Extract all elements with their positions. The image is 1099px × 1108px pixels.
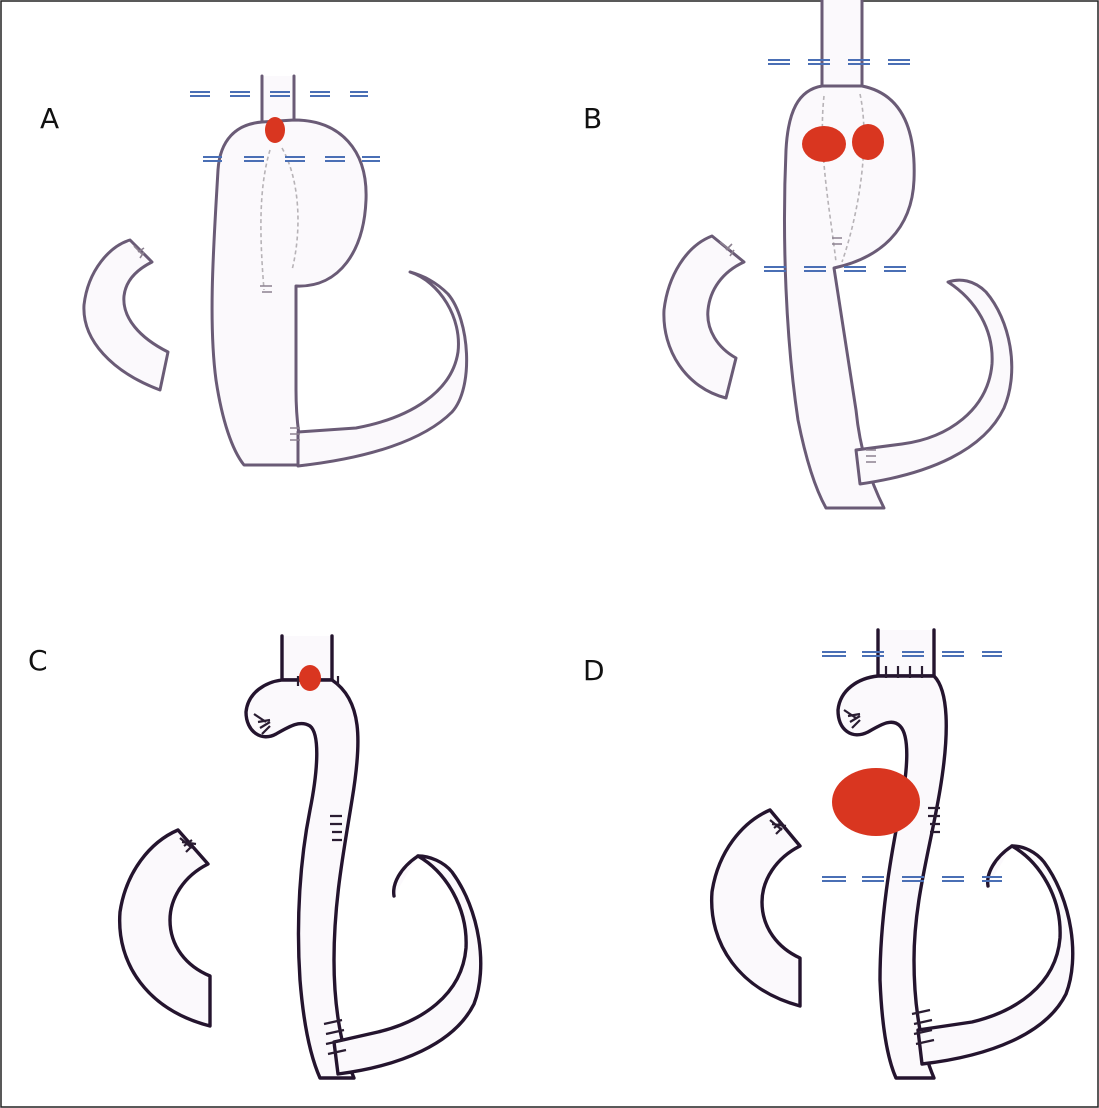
panel-c-right-loop [334, 856, 481, 1074]
panel-b-label: B [583, 102, 602, 135]
panel-d-label: D [583, 654, 605, 687]
panel-a-upper-stub [262, 76, 294, 122]
panel-d: D [583, 630, 1073, 1078]
panel-a-right-loop [298, 272, 467, 466]
panel-b: B [583, 0, 1012, 508]
panel-d-main-conduit [838, 676, 946, 1078]
panel-c: C [28, 636, 481, 1078]
panel-c-main-conduit [246, 680, 358, 1078]
panel-c-lesion [299, 665, 321, 691]
panel-b-right-loop [856, 280, 1012, 484]
panel-a: A [40, 76, 467, 466]
panel-a-lesion [265, 117, 285, 143]
panel-d-lesion [832, 768, 920, 836]
panel-d-right-loop [918, 846, 1073, 1064]
panel-b-left-fragment [664, 236, 744, 398]
panel-d-left-fragment [712, 810, 800, 1006]
panel-c-right-loop-inner [394, 856, 418, 896]
panel-c-label: C [28, 644, 48, 677]
panel-b-lesion-left [802, 126, 846, 162]
panel-a-main-organ [212, 120, 366, 465]
panel-c-left-fragment [120, 830, 210, 1026]
panel-b-lesion-right [852, 124, 884, 160]
panel-a-left-fragment [84, 240, 168, 390]
panel-a-label: A [40, 102, 59, 135]
panel-b-upper-stub [822, 0, 862, 88]
